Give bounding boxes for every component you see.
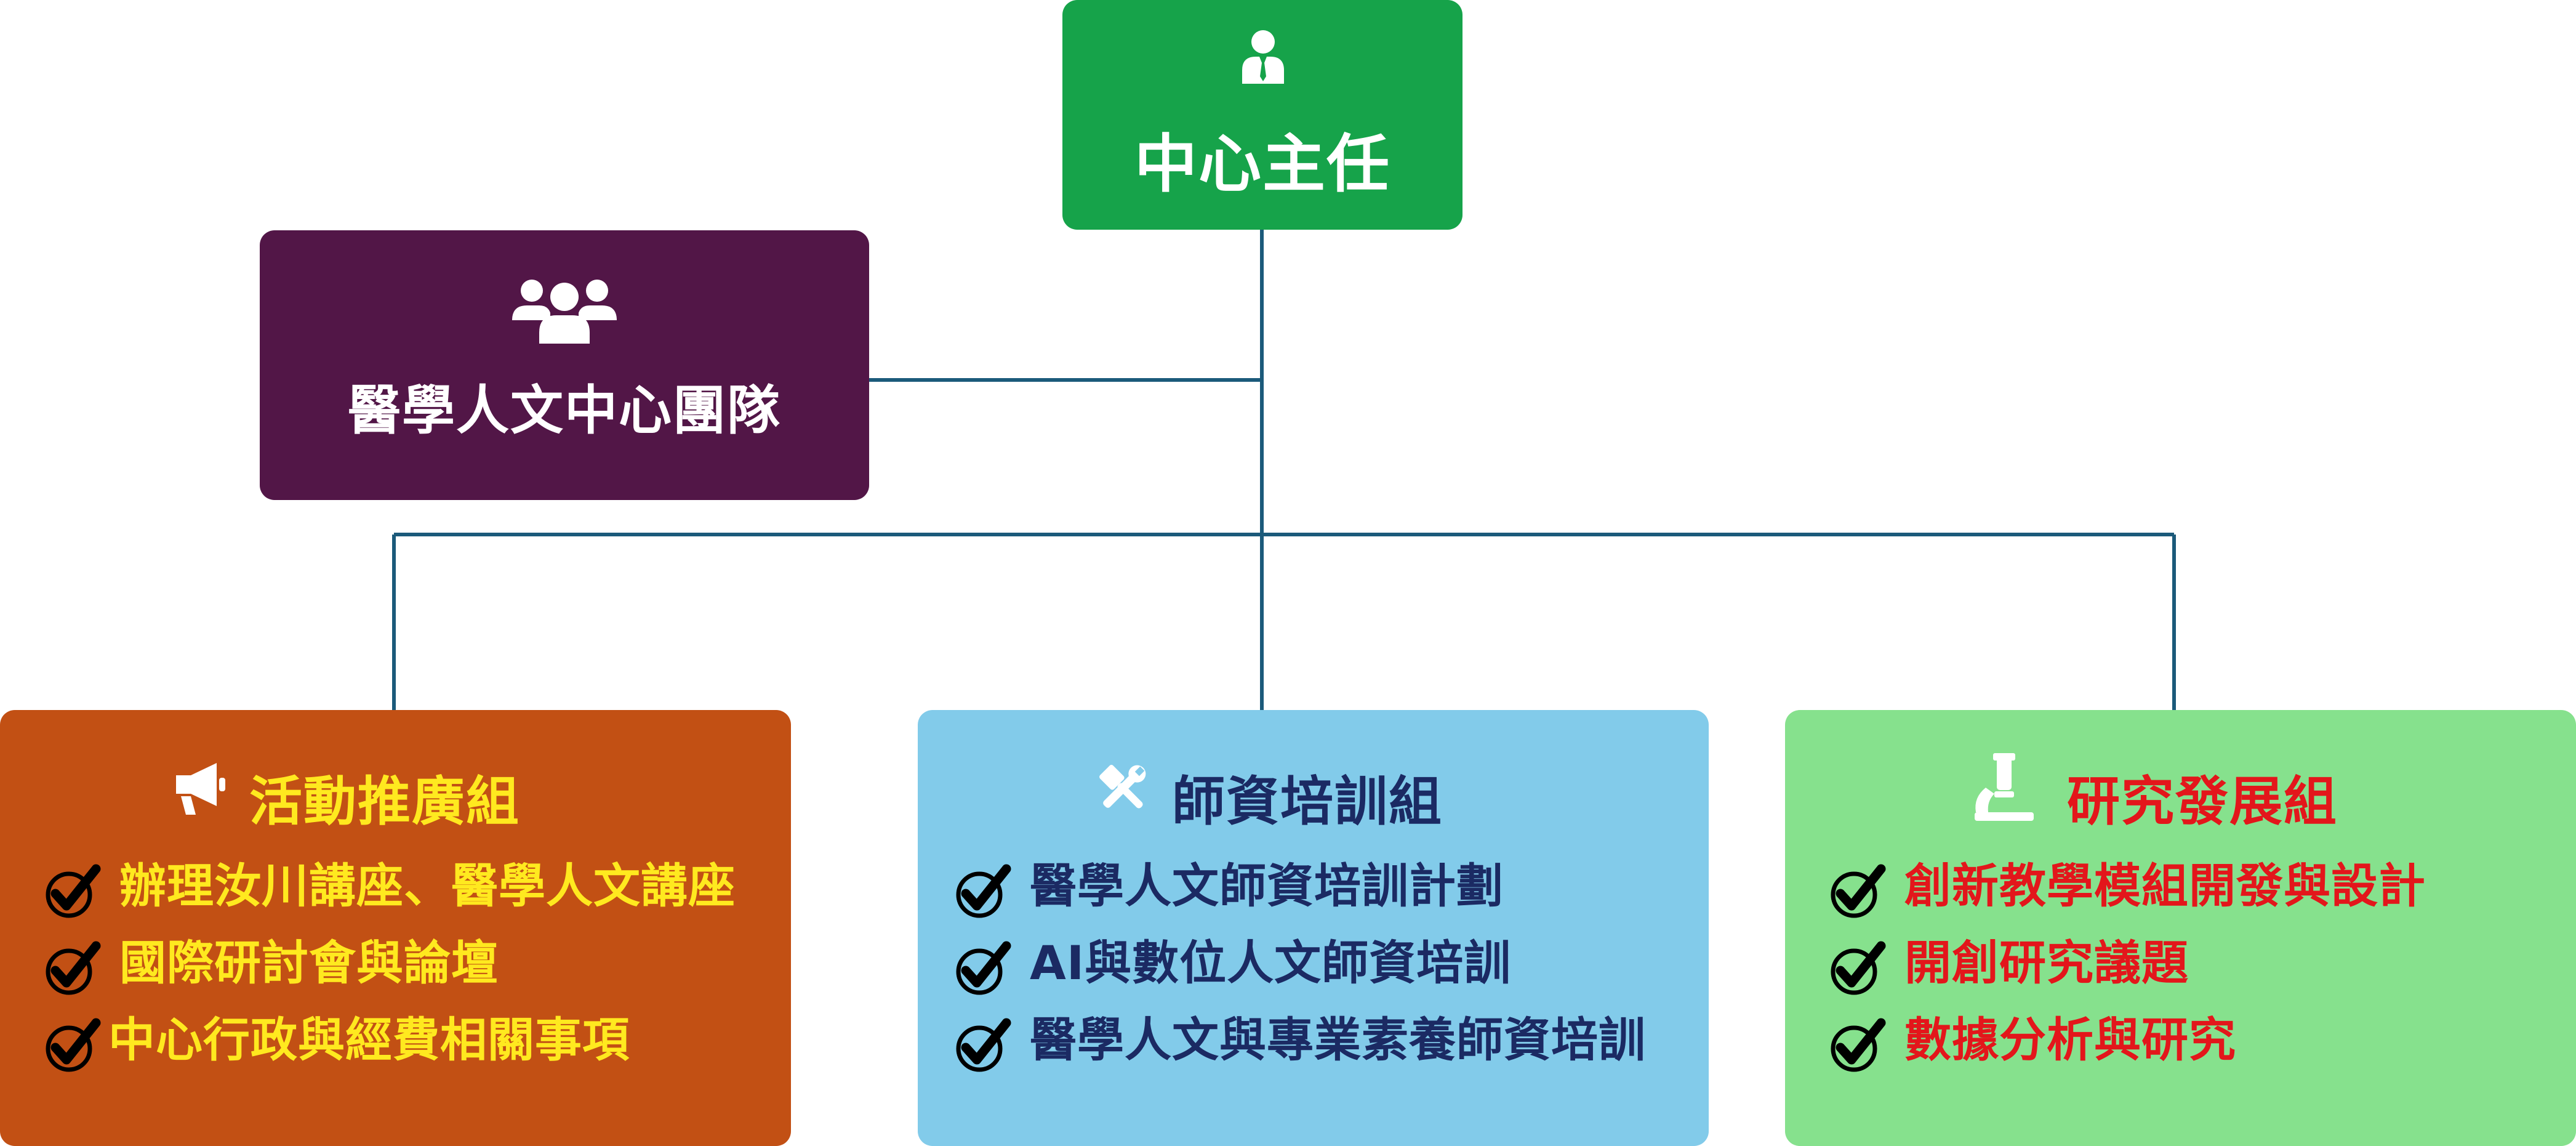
team-title: 醫學人文中心團隊 [348,380,781,442]
microscope-icon [1975,753,2034,821]
research-item-text: 開創研究議題 [1904,935,2189,990]
activity-item-text: 中心行政與經費相關事項 [108,1012,630,1067]
activity-item-text: 國際研討會與論壇 [119,935,499,990]
group-icon [512,280,617,344]
director-title: 中心主任 [1134,128,1390,201]
tools-icon [1099,765,1146,809]
research-group-title: 研究發展組 [2067,771,2338,833]
director-box: 中心主任 [1062,0,1463,230]
person-icon [1242,30,1284,84]
team-box: 醫學人文中心團隊 [260,230,869,500]
megaphone-icon [176,763,225,815]
training-item-text: 醫學人文與專業素養師資培訓 [1030,1012,1646,1067]
training-item-text: AI與數位人文師資培訓 [1030,935,1512,990]
check-circle-icon [1831,941,1886,995]
activity-item-text: 辦理汝川講座、醫學人文講座 [119,858,736,913]
activity-group-title: 活動推廣組 [249,771,520,833]
check-circle-icon [1831,1018,1886,1072]
check-circle-icon [956,864,1011,918]
check-circle-icon [46,941,101,995]
training-group-title: 師資培訓組 [1172,771,1443,833]
research-group-box: 研究發展組 創新教學模組開發與設計 開創研究議題 數據分析與研究 [1785,710,2576,1146]
check-circle-icon [46,864,101,918]
training-group-box: 師資培訓組 醫學人文師資培訓計劃 AI與數位人文師資培訓 醫學人文與專業素養師資… [918,710,1709,1146]
activity-group-box: 活動推廣組 辦理汝川講座、醫學人文講座 國際研討會與論壇 中心行政與經費相關事項 [0,710,791,1146]
training-item-text: 醫學人文師資培訓計劃 [1030,858,1504,913]
check-circle-icon [956,1018,1011,1072]
research-item-text: 創新教學模組開發與設計 [1904,858,2426,913]
research-item-text: 數據分析與研究 [1904,1012,2236,1067]
check-circle-icon [956,941,1011,995]
check-circle-icon [1831,864,1886,918]
check-circle-icon [46,1018,101,1072]
